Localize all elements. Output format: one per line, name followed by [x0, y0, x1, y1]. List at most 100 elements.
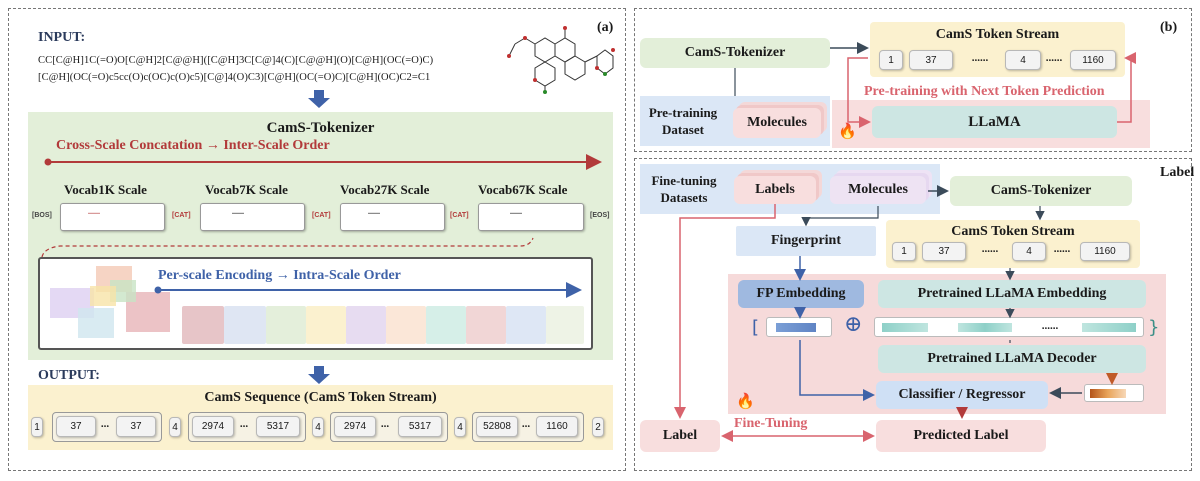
- cat-token-3: [CAT]: [450, 212, 469, 219]
- input-title: INPUT:: [38, 30, 86, 45]
- c-predicted-label: Predicted Label: [876, 420, 1046, 452]
- scale-box-1k: [60, 203, 165, 231]
- fragment-tile-10: [546, 306, 584, 344]
- b-token-2: 37: [909, 50, 953, 70]
- seq-dots-3: ...: [380, 418, 390, 430]
- fragment-tile-9: [506, 306, 546, 344]
- scale-dots-67k: ......: [510, 207, 522, 216]
- scale-box-27k: [340, 203, 445, 231]
- scale-dots-27k: ......: [368, 207, 380, 216]
- fragment-tile-4: [306, 306, 346, 344]
- seq-token-eos: 2: [592, 417, 604, 437]
- panel-a-label: (a): [597, 20, 614, 35]
- c-finetuning-datasets: Fine-tuning Datasets: [651, 173, 717, 205]
- panel-c: [634, 158, 1192, 471]
- cat-token-1: [CAT]: [172, 212, 191, 219]
- c-llama-vector-seg1: [882, 323, 928, 332]
- b-token-dots-1: ......: [971, 52, 989, 64]
- b-token-1: 1: [879, 50, 903, 70]
- panel-b-label: (b): [1160, 20, 1178, 35]
- seq-token-1b: 37: [116, 416, 156, 437]
- seq-token-2b: 5317: [256, 416, 300, 437]
- b-llama: LLaMA: [872, 106, 1117, 138]
- b-token-dots-2: ......: [1045, 52, 1063, 64]
- b-pretraining-caption: Pre-training with Next Token Prediction: [864, 84, 1105, 99]
- c-embedding-vector: [752, 314, 1152, 340]
- scale-box-7k: [200, 203, 305, 231]
- seq-token-1a: 37: [56, 416, 96, 437]
- panel-c-label: Label: [1160, 165, 1195, 180]
- c-token-stream-title: CamS Token Stream: [951, 224, 1075, 239]
- fragment-tile-7: [426, 306, 466, 344]
- seq-dots-1: ...: [100, 418, 110, 430]
- c-llama-vector-seg3: [1082, 323, 1136, 332]
- c-token-2: 37: [922, 242, 966, 261]
- seq-token-4b: 1160: [536, 416, 578, 437]
- b-tokenizer: CamS-Tokenizer: [640, 38, 830, 68]
- c-labels: Labels: [734, 176, 816, 204]
- c-molecules: Molecules: [830, 176, 926, 204]
- fragment-tile-6: [386, 306, 426, 344]
- fragment-tile-3: [266, 306, 306, 344]
- b-token-4: 1160: [1070, 50, 1116, 70]
- seq-token-bos: 1: [31, 417, 43, 437]
- b-pretraining-dataset: Pre-training Dataset: [648, 105, 718, 137]
- c-token-1: 1: [892, 242, 916, 261]
- seq-token-cat-1: 4: [169, 417, 181, 437]
- per-scale-caption: Per-scale Encoding → Intra-Scale Order: [158, 268, 401, 283]
- eos-token: [EOS]: [590, 212, 610, 219]
- output-title: OUTPUT:: [38, 368, 100, 383]
- c-fp-vector-fill: [776, 323, 816, 332]
- c-token-dots-2: ......: [1053, 243, 1071, 255]
- scale-dots-1k: ......: [88, 207, 100, 216]
- c-decoder-output-fill: [1090, 389, 1126, 398]
- cat-token-2: [CAT]: [312, 212, 331, 219]
- seq-token-2a: 2974: [192, 416, 234, 437]
- scale-title-27k: Vocab27K Scale: [340, 182, 430, 197]
- c-tokenizer: CamS-Tokenizer: [950, 176, 1132, 206]
- c-concat-dots: ......: [1041, 320, 1059, 332]
- seq-token-3a: 2974: [334, 416, 376, 437]
- c-fp-embedding: FP Embedding: [738, 280, 864, 308]
- fragment-tile-2: [224, 306, 266, 344]
- molecule-structure-image: [507, 26, 615, 94]
- bos-token: [BOS]: [32, 212, 52, 219]
- highlighted-molecule-image: [50, 264, 175, 344]
- c-classifier: Classifier / Regressor: [876, 381, 1048, 409]
- c-token-4: 1160: [1080, 242, 1130, 261]
- panel-b: [634, 8, 1192, 152]
- b-fire-icon: 🔥: [838, 124, 857, 140]
- b-token-stream-title: CamS Token Stream: [935, 27, 1060, 42]
- seq-token-4a: 52808: [476, 416, 518, 437]
- b-molecules: Molecules: [733, 108, 821, 138]
- cross-scale-caption: Cross-Scale Concatation → Inter-Scale Or…: [56, 138, 330, 153]
- sequence-title: CamS Sequence (CamS Token Stream): [204, 390, 437, 405]
- c-token-3: 4: [1012, 242, 1046, 261]
- c-finetuning-caption: Fine-Tuning: [734, 416, 808, 431]
- c-llama-embedding: Pretrained LLaMA Embedding: [878, 280, 1146, 308]
- panel-a: [8, 8, 626, 471]
- c-label: Label: [640, 420, 720, 452]
- tokenizer-title: CamS-Tokenizer: [266, 120, 375, 136]
- c-token-dots-1: ......: [981, 243, 999, 255]
- scale-title-7k: Vocab7K Scale: [205, 182, 288, 197]
- b-token-3: 4: [1005, 50, 1041, 70]
- scale-title-1k: Vocab1K Scale: [64, 182, 147, 197]
- scale-box-67k: [478, 203, 584, 231]
- seq-token-cat-3: 4: [454, 417, 466, 437]
- seq-dots-2: ...: [239, 418, 249, 430]
- smiles-line-1: CC[C@H]1C(=O)O[C@H]2[C@@H]([C@H]3C[C@]4(…: [38, 55, 434, 66]
- fragment-tile-1: [182, 306, 224, 344]
- fragment-tile-5: [346, 306, 386, 344]
- fragment-tile-8: [466, 306, 506, 344]
- c-fire-icon: 🔥: [736, 394, 755, 410]
- scale-dots-7k: ......: [232, 207, 244, 216]
- c-fingerprint: Fingerprint: [736, 226, 876, 256]
- seq-dots-4: ...: [521, 418, 531, 430]
- smiles-line-2: [C@H](OC(=O)c5cc(O)c(OC)c(O)c5)[C@]4(O)C…: [38, 72, 431, 83]
- c-llama-vector-seg2: [958, 323, 1012, 332]
- seq-token-3b: 5317: [398, 416, 442, 437]
- c-llama-decoder: Pretrained LLaMA Decoder: [878, 345, 1146, 373]
- seq-token-cat-2: 4: [312, 417, 324, 437]
- scale-title-67k: Vocab67K Scale: [478, 182, 568, 197]
